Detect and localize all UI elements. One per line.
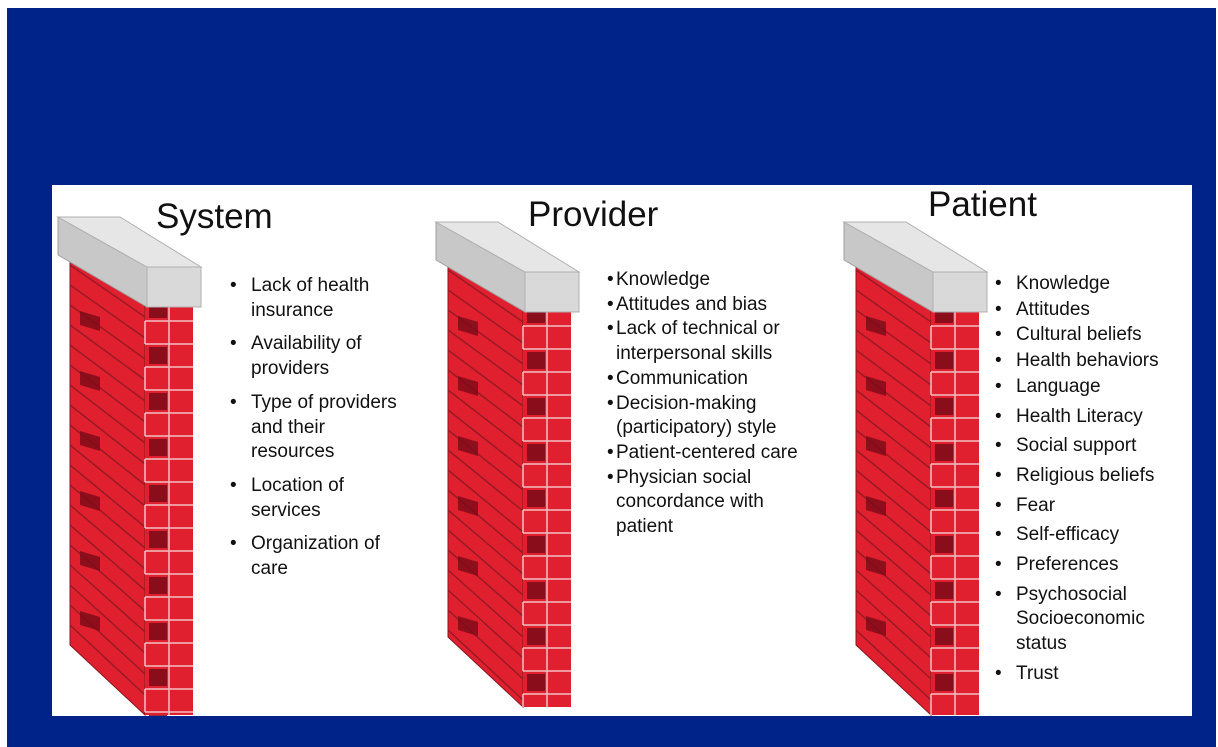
- list-item: Religious beliefs: [995, 464, 1190, 489]
- list-item: Preferences: [995, 553, 1190, 578]
- list-item: Knowledge: [607, 268, 812, 293]
- list-item: Patient-centered care: [607, 441, 812, 466]
- column-title-provider: Provider: [528, 195, 659, 234]
- list-item: Psychosocial Socioeconomic status: [995, 583, 1190, 657]
- provider-bullet-list: Knowledge Attitudes and bias Lack of tec…: [607, 268, 812, 540]
- list-item: Type of providers and their resources: [230, 391, 405, 465]
- brick-wall-patient: [842, 221, 989, 716]
- column-title-patient: Patient: [928, 185, 1037, 224]
- content-panel: System Provider Patient Lack of health i…: [52, 185, 1192, 716]
- list-item: Fear: [995, 494, 1190, 519]
- brick-wall-provider: [434, 221, 581, 709]
- list-item: Social support: [995, 434, 1190, 459]
- list-item: Health Literacy: [995, 405, 1190, 430]
- list-item: Lack of health insurance: [230, 274, 405, 323]
- list-item: Availability of providers: [230, 332, 405, 381]
- patient-bullet-list: Knowledge Attitudes Cultural beliefs Hea…: [995, 272, 1190, 688]
- column-title-system: System: [156, 197, 273, 236]
- system-bullet-list: Lack of health insurance Availability of…: [230, 274, 405, 591]
- list-item: Communication: [607, 367, 812, 392]
- list-item: Physician social concordance with patien…: [607, 466, 812, 540]
- list-item: Cultural beliefs: [995, 323, 1190, 348]
- brick-wall-system: [56, 216, 203, 716]
- list-item: Language: [995, 375, 1190, 400]
- list-item: Knowledge: [995, 272, 1190, 297]
- list-item: Self-efficacy: [995, 523, 1190, 548]
- list-item: Decision-making (participatory) style: [607, 392, 812, 441]
- list-item: Location of services: [230, 474, 405, 523]
- list-item: Attitudes and bias: [607, 293, 812, 318]
- list-item: Attitudes: [995, 298, 1190, 323]
- list-item: Organization of care: [230, 532, 405, 581]
- list-item: Lack of technical or interpersonal skill…: [607, 317, 812, 366]
- brick-walls-graphic: [56, 216, 989, 716]
- list-item: Health behaviors: [995, 349, 1190, 374]
- list-item: Trust: [995, 662, 1190, 687]
